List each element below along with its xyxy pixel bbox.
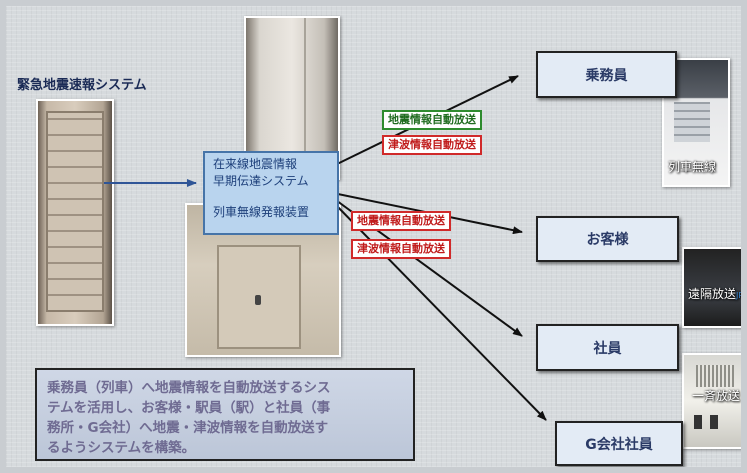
target-customers: お客様	[536, 216, 679, 262]
center-line-3: 列車無線発報装置	[213, 205, 310, 219]
system-title: 緊急地震速報システム	[17, 78, 147, 93]
tag-tsunami-broadcast: 津波情報自動放送	[351, 239, 451, 259]
tag-earthquake-broadcast: 地震情報自動放送	[351, 211, 451, 231]
arrow-to-g-company	[332, 201, 547, 421]
jr-badge: JR	[736, 291, 744, 300]
summary-line: るようシステムを構築。	[47, 440, 196, 456]
tag-earthquake-broadcast-crew: 地震情報自動放送	[382, 110, 482, 130]
general-broadcast-device-photo: 一斉放送	[682, 353, 741, 449]
center-line-2: 早期伝達システム	[213, 174, 309, 188]
tag-tsunami-broadcast-crew: 津波情報自動放送	[382, 135, 482, 155]
summary-line: テムを活用し、お客様・駅員（駅）と社員（事	[47, 400, 331, 416]
target-crew: 乗務員	[536, 51, 677, 98]
early-warning-system-box: 在来線地震情報 早期伝達システム 列車無線発報装置	[203, 151, 339, 235]
summary-box: 乗務員（列車）へ地震情報を自動放送するシス テムを活用し、お客様・駅員（駅）と社…	[35, 368, 415, 461]
remote-broadcast-caption: 遠隔放送JR	[688, 287, 744, 301]
target-g-company-staff: G会社社員	[555, 421, 683, 466]
summary-line: 乗務員（列車）へ地震情報を自動放送するシス	[47, 380, 331, 396]
center-line-1: 在来線地震情報	[213, 157, 298, 171]
train-radio-device-photo: 列車無線	[662, 58, 730, 187]
train-radio-caption: 列車無線	[668, 160, 717, 174]
general-broadcast-caption: 一斉放送	[692, 389, 741, 403]
earthquake-system-cabinet-photo	[36, 99, 114, 326]
remote-broadcast-device-photo: 遠隔放送JR	[682, 247, 744, 328]
summary-line: 務所・G会社）へ地震・津波情報を自動放送す	[47, 420, 329, 436]
target-staff: 社員	[536, 324, 679, 371]
